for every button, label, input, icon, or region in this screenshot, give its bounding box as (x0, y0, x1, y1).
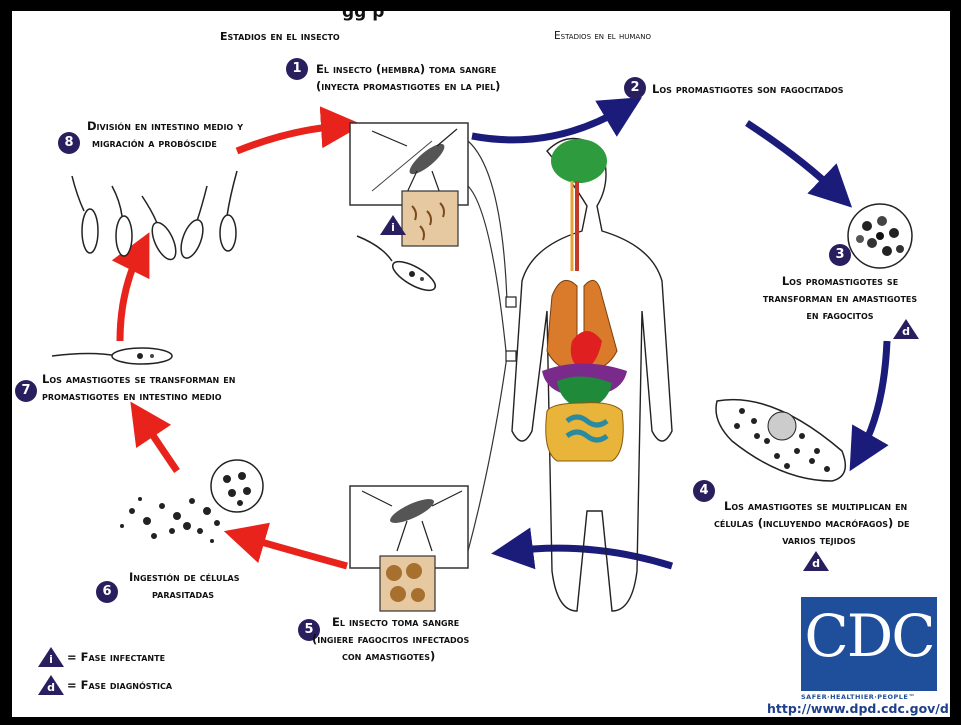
legend-diagnostic-label: = Fase diagnóstica (67, 678, 172, 693)
step-4-label-line3: varios tejidos (714, 533, 924, 548)
infective-phase-icon-step1: i (380, 215, 406, 235)
step-1-badge: 1 (286, 58, 308, 80)
diagnostic-phase-icon-step3: d (893, 319, 919, 339)
arrow-2-to-3 (747, 123, 837, 193)
connector-top (468, 141, 507, 301)
arrow-1-to-2 (472, 108, 624, 140)
arrow-3-to-4 (860, 341, 887, 453)
step-8-label-line2: migración a probóscide (92, 136, 217, 151)
arrow-5-to-6 (244, 537, 347, 566)
step-3-badge: 3 (829, 244, 851, 266)
sandfly-panel-bottom (350, 486, 468, 611)
step-2-badge: 2 (624, 77, 646, 99)
step-1-label-line2: (inyecta promastigotes en la piel) (316, 79, 500, 94)
promastigotes-stage8 (72, 171, 237, 263)
legend-infective-icon: i (38, 647, 64, 667)
step-5-label-line1: El insecto toma sangre (332, 615, 459, 630)
cdc-tagline: SAFER·HEALTHIER·PEOPLE™ (801, 693, 949, 701)
arrow-4-to-5 (512, 548, 672, 566)
promastigote-stage7 (52, 348, 172, 364)
cdc-logo-letters: CDC (801, 603, 937, 669)
step-1-label-line1: El insecto (hembra) toma sangre (316, 62, 496, 77)
step-6-label-line1: Ingestión de células (129, 570, 240, 585)
connector-bottom (468, 356, 507, 551)
cdc-logo: CDC (801, 597, 937, 691)
step-3-label-line1: Los promastigotes se (760, 274, 920, 289)
step-7-label-line2: promastigotes en intestino medio (42, 389, 222, 404)
legend-infective-label: = Fase infectante (67, 650, 165, 665)
arrow-8-to-1 (237, 126, 342, 151)
macrophage-with-amastigotes (716, 400, 845, 481)
life-cycle-diagram: gg p Estadios en el insecto Estadios en … (12, 11, 950, 717)
step-2-label: Los promastigotes son fagocitados (652, 82, 844, 97)
human-figure (506, 139, 672, 612)
step-8-label-line1: División en intestino medio y (87, 119, 243, 134)
step-7-badge: 7 (15, 380, 37, 402)
step-7-label-line1: Los amastigotes se transforman en (42, 372, 235, 387)
step-4-badge: 4 (693, 480, 715, 502)
step-5-label-line2: (ingiere fagocitos infectados (312, 632, 469, 647)
step-4-label-line1: Los amastigotes se multiplican en (724, 499, 907, 514)
sandfly-panel-top (350, 123, 468, 246)
legend-diagnostic-icon: d (38, 675, 64, 695)
step-6-label-line2: parasitadas (152, 587, 214, 602)
arrow-7-to-8 (120, 251, 140, 341)
connector-top-2 (468, 186, 507, 361)
step-8-badge: 8 (58, 132, 80, 154)
parasitized-cells (120, 460, 263, 543)
step-4-label-line2: células (incluyendo macrófagos) de (714, 516, 909, 531)
arrow-6-to-7 (142, 419, 177, 471)
diagnostic-phase-icon-step4: d (803, 551, 829, 571)
phagocyte-with-amastigotes (848, 204, 912, 268)
step-6-badge: 6 (96, 581, 118, 603)
step-5-label-line3: con amastigotes) (342, 649, 435, 664)
step-3-label-line2: transforman en amastigotes (760, 291, 920, 306)
cdc-url[interactable]: http://www.dpd.cdc.gov/dpdx (767, 701, 950, 716)
